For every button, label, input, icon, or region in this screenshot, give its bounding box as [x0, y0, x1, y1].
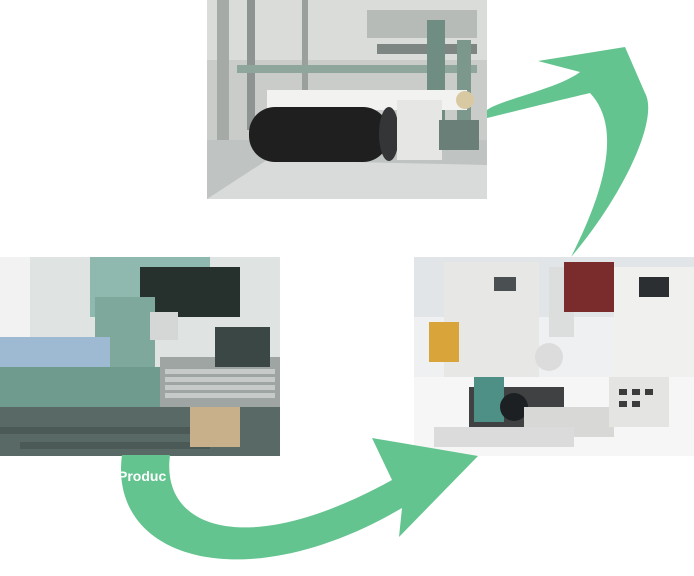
cycle-label: Produc — [118, 468, 166, 484]
factory-roll-machine-photo — [207, 0, 487, 199]
factory-production-line-photo — [0, 257, 280, 456]
lab-testing-equipment-photo — [414, 257, 694, 456]
arrow-left-to-right — [121, 438, 478, 560]
arrow-right-to-top — [487, 47, 649, 257]
